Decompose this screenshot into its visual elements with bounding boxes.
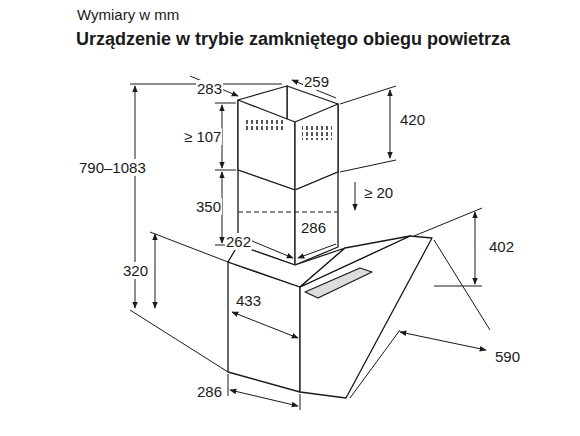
- dimension-label: 402: [488, 238, 515, 255]
- dimension-label: 590: [494, 348, 521, 365]
- dimension-label: 262: [225, 233, 252, 250]
- dimension-label: 283: [196, 80, 223, 97]
- dimension-label: 420: [399, 111, 426, 128]
- dimension-label: 433: [235, 292, 262, 309]
- dimension-label: 350: [195, 198, 222, 215]
- dimension-label: ≥ 20: [363, 184, 394, 201]
- dimension-label: 286: [300, 219, 327, 236]
- dimension-label: 320: [122, 262, 149, 279]
- dimension-label: 790–1083: [78, 159, 147, 176]
- dimension-label: 286: [196, 383, 223, 400]
- dimension-label: 259: [303, 73, 330, 90]
- dimension-label: ≥ 107: [183, 128, 222, 145]
- diagram-title: Urządzenie w trybie zamkniętego obiegu p…: [76, 29, 516, 50]
- units-note: Wymiary w mm: [76, 6, 180, 23]
